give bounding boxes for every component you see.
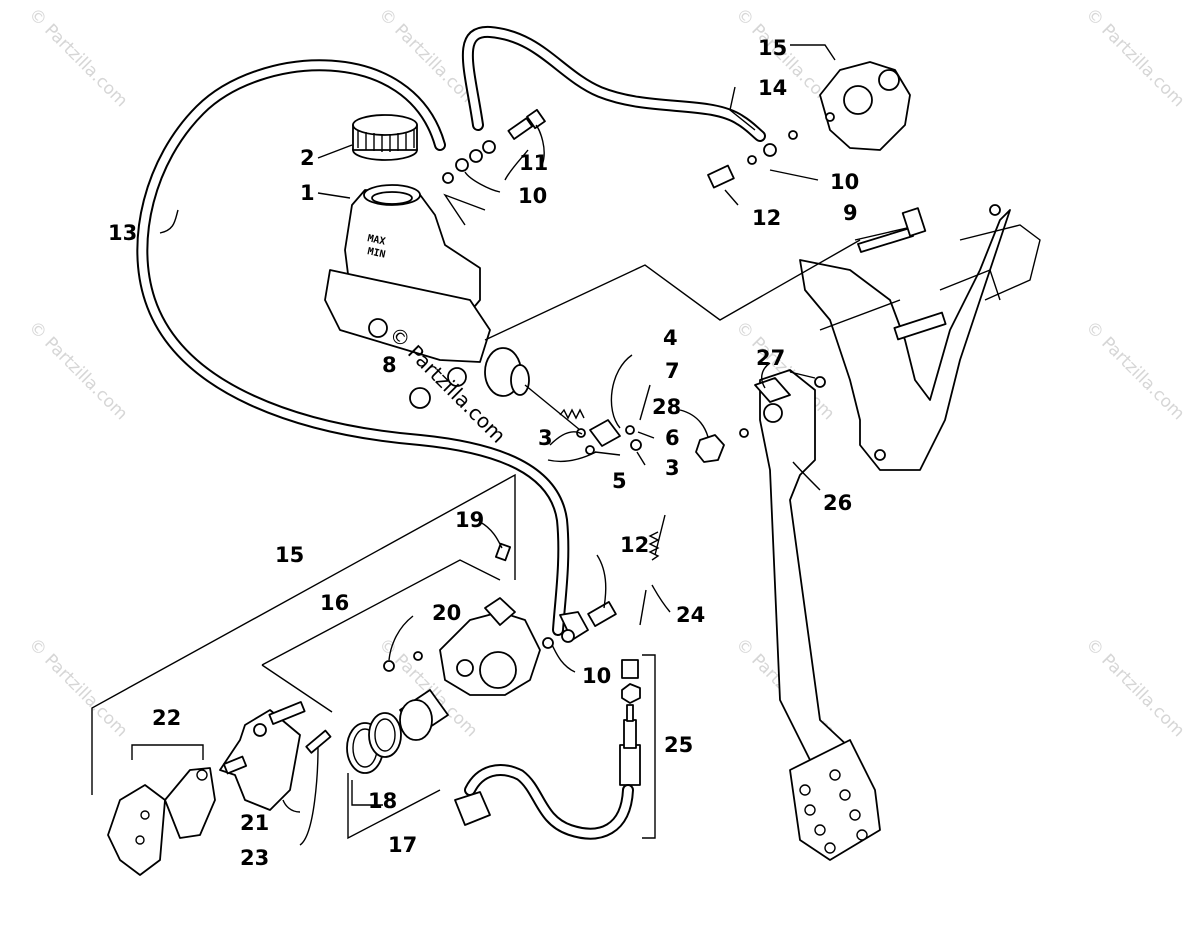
watermark-tile: © Partzilla.com	[24, 634, 131, 741]
callout-14: 14	[758, 76, 787, 100]
callout-1: 1	[300, 181, 315, 205]
callout-27: 27	[756, 346, 785, 370]
callout-10: 10	[518, 184, 547, 208]
banjo-bolt-11	[507, 108, 546, 140]
callout-19: 19	[455, 508, 484, 532]
watermark-tile: © Partzilla.com	[1081, 634, 1188, 741]
clevis-assembly	[576, 419, 642, 455]
callout-labels: 1 2 3 3 4 5 6 7 8 9 10 10 10 11 12 12 13…	[108, 36, 859, 870]
callout-10: 10	[830, 170, 859, 194]
reservoir-min-mark: MIN	[366, 246, 386, 261]
group-bracket-16	[261, 559, 501, 713]
brake-pedal-26	[759, 369, 881, 861]
bleeder-screw-19	[495, 542, 511, 562]
watermark-tile: © Partzilla.com	[1081, 4, 1188, 111]
callout-25: 25	[664, 733, 693, 757]
group-bracket-25	[642, 654, 656, 839]
master-cylinder-body	[324, 269, 585, 431]
brake-caliper-lower	[439, 597, 541, 696]
callout-24: 24	[676, 603, 705, 627]
brake-light-switch-25	[454, 659, 641, 840]
callout-12: 12	[620, 533, 649, 557]
brake-hose-14	[461, 26, 766, 142]
piston-seals-18	[346, 712, 402, 774]
nut-28	[695, 434, 725, 463]
callout-20: 20	[432, 601, 461, 625]
pivot-bolt-9	[857, 207, 927, 253]
callout-2: 2	[300, 146, 315, 170]
callout-3: 3	[538, 426, 553, 450]
o-rings-20	[383, 651, 423, 672]
piston-17	[399, 689, 449, 741]
reservoir-cap	[352, 114, 418, 161]
watermark-tile: © Partzilla.com	[1081, 317, 1188, 424]
caliper-bracket-21	[219, 701, 306, 811]
reservoir-max-mark: MAX	[366, 233, 386, 248]
pedal-mounting-bracket	[799, 204, 1041, 471]
watermark-tile: © Partzilla.com	[24, 317, 131, 424]
brake-hose-13	[136, 59, 570, 636]
callout-11: 11	[519, 151, 548, 175]
callout-12: 12	[752, 206, 781, 230]
callout-23: 23	[240, 846, 269, 870]
callout-9: 9	[843, 201, 858, 225]
callout-26: 26	[823, 491, 852, 515]
callout-3: 3	[665, 456, 680, 480]
callout-28: 28	[652, 395, 681, 419]
brake-caliper-top	[707, 61, 911, 189]
callout-leaders	[159, 44, 836, 846]
watermark-tile: © Partzilla.com	[24, 4, 131, 111]
callout-6: 6	[665, 426, 680, 450]
callout-15: 15	[758, 36, 787, 60]
group-bracket-15	[91, 473, 516, 795]
callout-17: 17	[388, 833, 417, 857]
callout-10: 10	[582, 664, 611, 688]
return-spring-24	[639, 514, 666, 626]
group-bracket-17	[347, 773, 441, 840]
leader-line	[443, 193, 486, 226]
callout-22: 22	[152, 706, 181, 730]
callout-18: 18	[368, 789, 397, 813]
callout-8: 8	[382, 353, 397, 377]
leader-line	[484, 239, 861, 341]
pivot-bushing-27	[739, 376, 826, 438]
brake-pads-22	[107, 767, 216, 876]
caliper-fitting	[542, 601, 617, 649]
banjo-washers-10	[442, 140, 496, 184]
callout-21: 21	[240, 811, 269, 835]
bolt-23	[305, 729, 332, 754]
callout-4: 4	[663, 326, 678, 350]
callout-16: 16	[320, 591, 349, 615]
callout-13: 13	[108, 221, 137, 245]
callout-5: 5	[612, 469, 627, 493]
group-bracket-22	[131, 744, 204, 760]
callout-15: 15	[275, 543, 304, 567]
callout-7: 7	[665, 359, 680, 383]
